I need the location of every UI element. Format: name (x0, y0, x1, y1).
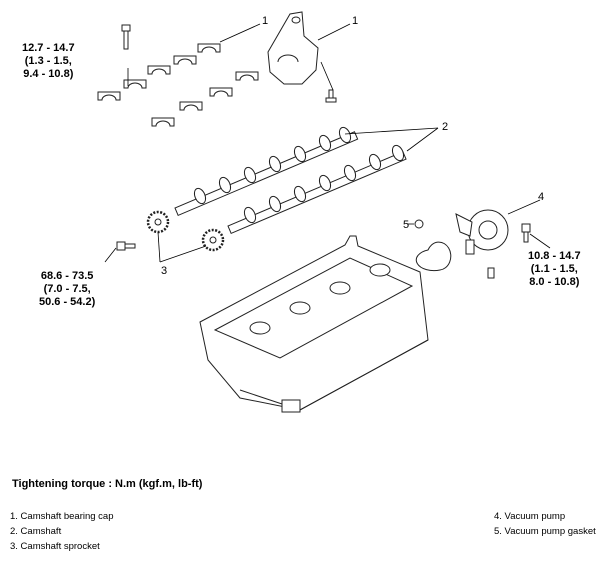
callout-4: 4 (538, 191, 544, 203)
callout-2: 2 (442, 121, 448, 133)
small-bolt (325, 89, 337, 103)
callout-3: 3 (161, 265, 167, 277)
legend-item-3: 3. Camshaft sprocket (10, 541, 100, 552)
vacuum-pump (455, 209, 509, 255)
exploded-view-diagram: 1 1 2 3 4 5 (97, 11, 551, 413)
legend-item-4: 4. Vacuum pump (494, 511, 566, 522)
torque-spec-cap-bolt: 12.7 - 14.7 (1.3 - 1.5, 9.4 - 10.8) (22, 42, 75, 80)
pump-fitting (487, 267, 495, 279)
torque-heading: Tightening torque : N.m (kgf.m, lb-ft) (12, 478, 203, 490)
leader-lines (104, 23, 551, 263)
front-bearing-cap (267, 11, 319, 85)
legend-item-1: 1. Camshaft bearing cap (10, 511, 114, 522)
bearing-caps (97, 43, 259, 127)
cap-bolt (121, 24, 131, 50)
cylinder-head (199, 235, 429, 413)
legend-item-2: 2. Camshaft (10, 526, 62, 537)
legend-item-5: 5. Vacuum pump gasket (494, 526, 596, 537)
torque-spec-sprocket-bolt: 68.6 - 73.5 (7.0 - 7.5, 50.6 - 54.2) (39, 270, 96, 308)
callout-1-caps: 1 (262, 15, 268, 27)
torque-spec-pump-bolt: 10.8 - 14.7 (1.1 - 1.5, 8.0 - 10.8) (528, 250, 581, 288)
callout-5: 5 (403, 219, 409, 231)
camshaft-sprockets (146, 210, 225, 252)
pump-bolt (521, 223, 531, 243)
sprocket-bolt (116, 241, 136, 251)
callout-1-front-cap: 1 (352, 15, 358, 27)
camshaft-lower (227, 144, 407, 235)
camshaft-upper (174, 126, 359, 217)
seal-ring (414, 219, 424, 229)
vacuum-pump-gasket (415, 241, 452, 272)
